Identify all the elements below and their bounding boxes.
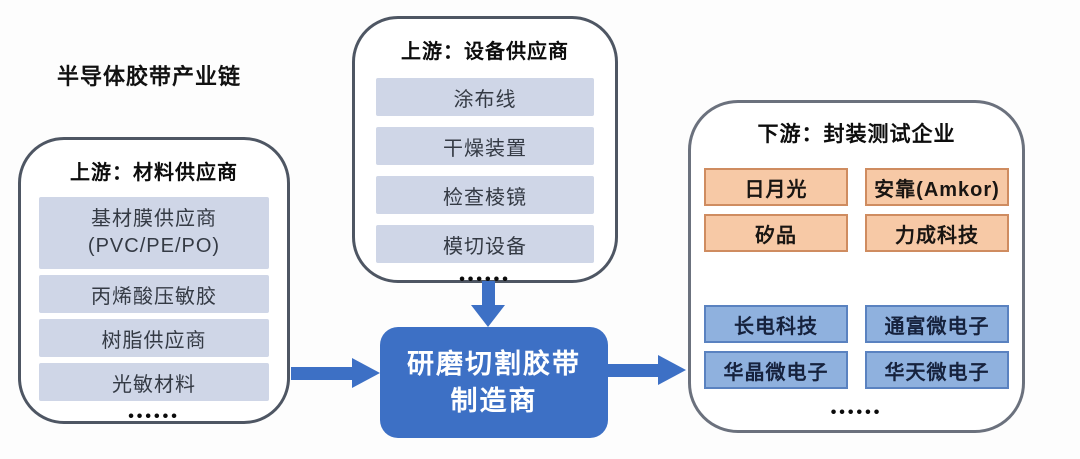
arrow-shaft — [291, 366, 352, 380]
equipment-item: 检查棱镜 — [376, 176, 594, 214]
downstream-orange-grid: 日月光 安靠(Amkor) 矽品 力成科技 — [704, 168, 1009, 252]
arrow-shaft — [481, 281, 495, 305]
manufacturer-box: 研磨切割胶带 制造商 — [380, 327, 608, 438]
company-chip-orange: 日月光 — [704, 168, 848, 206]
material-item: 丙烯酸压敏胶 — [39, 275, 269, 313]
company-chip-blue: 长电科技 — [704, 305, 848, 343]
ellipsis-dots: •••••• — [459, 271, 511, 288]
equipment-item: 干燥装置 — [376, 127, 594, 165]
ellipsis-dots: •••••• — [830, 404, 883, 421]
equipment-item: 涂布线 — [376, 78, 594, 116]
company-chip-orange: 安靠(Amkor) — [865, 168, 1009, 206]
downstream-box: 下游：封装测试企业 日月光 安靠(Amkor) 矽品 力成科技 长电科技 通富微… — [688, 100, 1025, 433]
company-chip-blue: 华晶微电子 — [704, 351, 848, 389]
company-chip-blue: 通富微电子 — [865, 305, 1009, 343]
equipment-suppliers-box: 上游：设备供应商 涂布线 干燥装置 检查棱镜 模切设备 •••••• — [352, 16, 618, 288]
downstream-header: 下游：封装测试企业 — [757, 123, 956, 146]
arrowhead-right-icon — [658, 355, 686, 385]
material-suppliers-header: 上游：材料供应商 — [70, 162, 238, 184]
equipment-suppliers-list: 涂布线 干燥装置 检查棱镜 模切设备 — [376, 78, 594, 263]
arrowhead-down-icon — [471, 305, 505, 327]
material-item: 光敏材料 — [39, 363, 269, 401]
company-chip-orange: 矽品 — [704, 214, 848, 252]
material-suppliers-box: 上游：材料供应商 基材膜供应商 (PVC/PE/PO) 丙烯酸压敏胶 树脂供应商… — [18, 137, 290, 425]
equipment-suppliers-header: 上游：设备供应商 — [401, 41, 569, 63]
arrow-shaft — [607, 363, 658, 377]
arrow-materials-to-manufacturer — [291, 358, 380, 388]
company-chip-blue: 华天微电子 — [865, 351, 1009, 389]
downstream-blue-grid: 长电科技 通富微电子 华晶微电子 华天微电子 — [704, 305, 1009, 389]
arrowhead-right-icon — [352, 358, 380, 388]
ellipsis-dots: •••••• — [128, 408, 180, 425]
company-chip-orange: 力成科技 — [865, 214, 1009, 252]
material-item: 树脂供应商 — [39, 319, 269, 357]
material-suppliers-list: 基材膜供应商 (PVC/PE/PO) 丙烯酸压敏胶 树脂供应商 光敏材料 — [39, 197, 269, 401]
arrow-manufacturer-to-downstream — [607, 355, 686, 385]
arrow-equipment-to-manufacturer — [471, 281, 505, 327]
material-item: 基材膜供应商 (PVC/PE/PO) — [39, 197, 269, 269]
diagram-title: 半导体胶带产业链 — [57, 64, 242, 89]
equipment-item: 模切设备 — [376, 225, 594, 263]
